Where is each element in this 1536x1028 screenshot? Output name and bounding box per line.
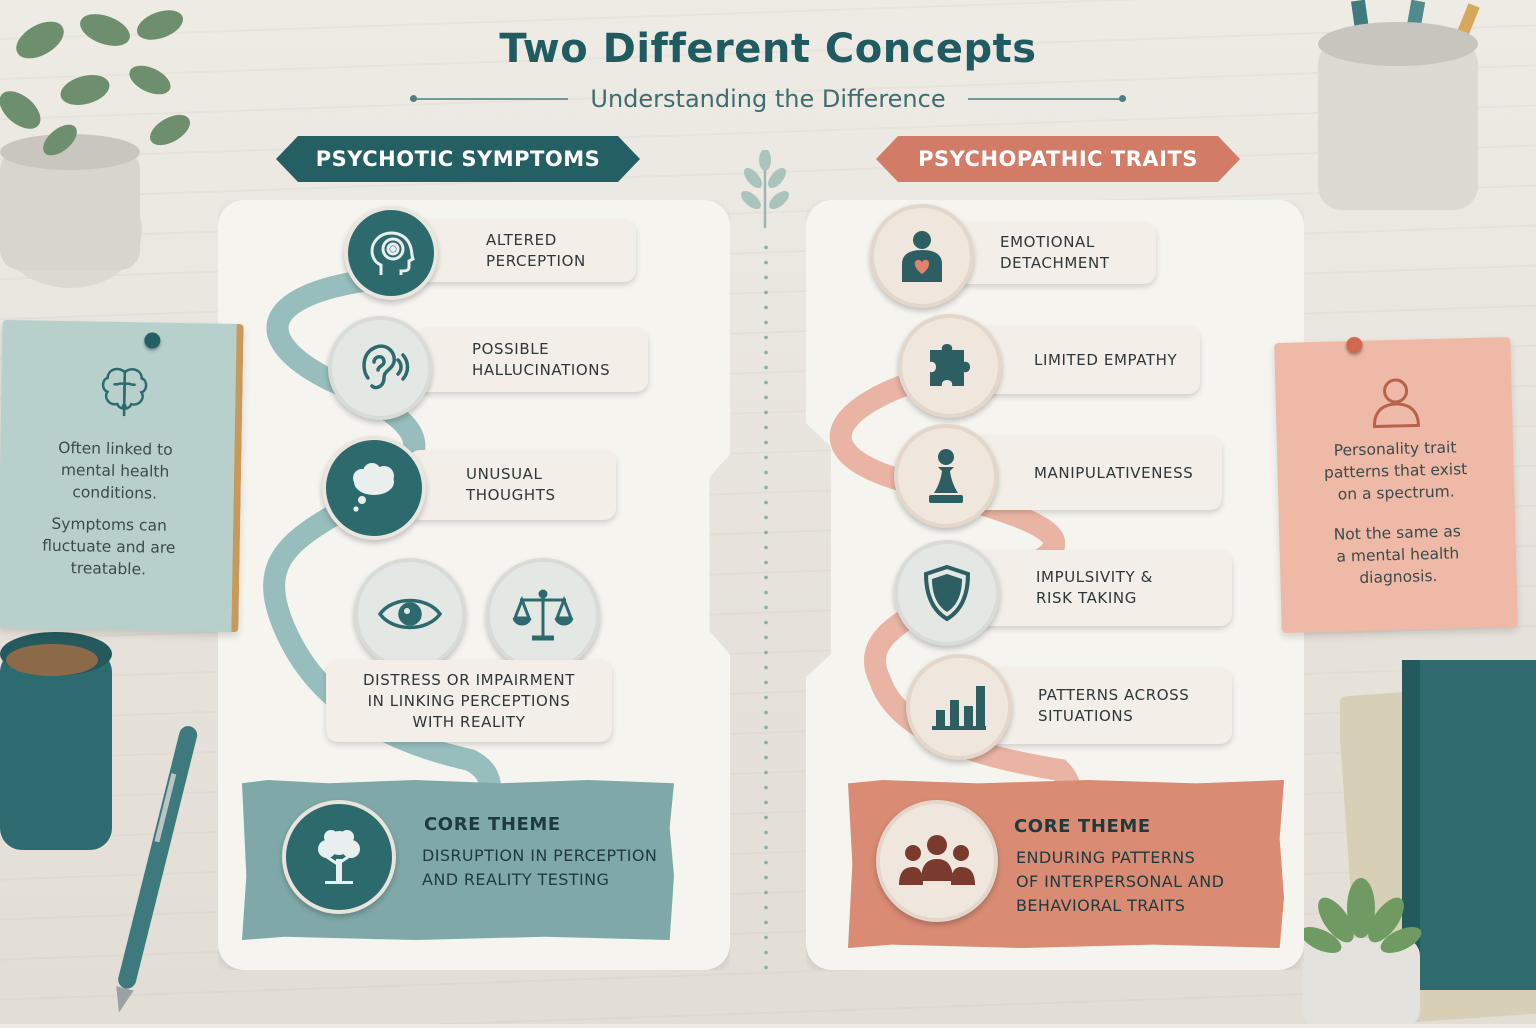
succulent-plant xyxy=(1296,868,1426,1028)
left-sticky-note: Often linked to mental health conditions… xyxy=(0,319,244,633)
right-core-heading: CORE THEME xyxy=(1014,816,1151,837)
right-core-text: ENDURING PATTERNS OF INTERPERSONAL AND B… xyxy=(1016,846,1224,918)
left-note-paragraph-2: Symptoms can fluctuate and are treatable… xyxy=(0,512,219,582)
leaf-sprig-icon xyxy=(735,149,795,234)
bar-chart-icon xyxy=(906,654,1012,760)
core-line: OF INTERPERSONAL AND xyxy=(1016,872,1225,891)
brain-icon xyxy=(99,364,150,423)
right-item-patterns-across: PATTERNS ACROSS SITUATIONS xyxy=(966,668,1232,744)
ear-sound-icon xyxy=(328,316,432,420)
pen xyxy=(110,712,200,1024)
left-item-possible-hallucinations: POSSIBLE HALLUCINATIONS xyxy=(416,328,648,392)
scales-icon xyxy=(486,558,600,672)
item-line: DETACHMENT xyxy=(1000,254,1110,272)
subtitle-rule-left xyxy=(410,96,569,102)
left-heading-banner: PSYCHOTIC SYMPTOMS xyxy=(276,136,640,182)
item-line: PATTERNS ACROSS xyxy=(1038,686,1190,704)
core-line: ENDURING PATTERNS xyxy=(1016,848,1196,867)
item-line: EMOTIONAL xyxy=(1000,233,1095,251)
pencil-cup xyxy=(1300,0,1500,220)
potted-plant-top-left xyxy=(0,0,200,290)
core-line: DISRUPTION IN PERCEPTION xyxy=(422,846,658,865)
coffee-mug xyxy=(0,630,130,860)
item-line: LIMITED EMPATHY xyxy=(1034,350,1178,369)
left-item-altered-perception: ALTERED PERCEPTION xyxy=(410,220,636,282)
page-title: Two Different Concepts xyxy=(499,26,1037,72)
subtitle-rule-right xyxy=(967,96,1127,102)
left-item-unusual-thoughts: UNUSUAL THOUGHTS xyxy=(408,450,616,520)
left-note-paragraph-1: Often linked to mental health conditions… xyxy=(0,436,231,506)
thought-cloud-icon xyxy=(322,436,426,540)
pushpin-icon xyxy=(144,332,161,349)
subtitle-row: Understanding the Difference xyxy=(410,84,1127,114)
item-line: HALLUCINATIONS xyxy=(472,361,611,379)
item-line: RISK TAKING xyxy=(1036,589,1137,607)
right-item-impulsivity: IMPULSIVITY & RISK TAKING xyxy=(960,550,1232,626)
shield-icon xyxy=(894,540,1000,646)
head-spiral-icon xyxy=(344,206,438,300)
puzzle-piece-icon xyxy=(898,314,1002,418)
right-sticky-note: Personality trait patterns that exist on… xyxy=(1274,336,1518,634)
center-dotted-divider xyxy=(764,240,768,980)
chess-pawn-icon xyxy=(894,424,998,528)
group-people-icon xyxy=(876,800,998,922)
item-line: IMPULSIVITY & xyxy=(1036,568,1153,586)
item-line: IN LINKING PERCEPTIONS xyxy=(367,691,571,710)
core-line: BEHAVIORAL TRAITS xyxy=(1016,896,1186,915)
pushpin-icon xyxy=(1346,336,1363,354)
tree-icon xyxy=(282,800,396,914)
left-item-distress-impairment: DISTRESS OR IMPAIRMENT IN LINKING PERCEP… xyxy=(326,660,612,742)
note-line: treatable. xyxy=(70,559,147,579)
left-core-text: DISRUPTION IN PERCEPTION AND REALITY TES… xyxy=(422,844,657,892)
item-line: WITH REALITY xyxy=(412,712,526,731)
item-line: THOUGHTS xyxy=(466,486,556,504)
right-note-paragraph-1: Personality trait patterns that exist on… xyxy=(1277,435,1515,507)
item-line: POSSIBLE xyxy=(472,340,550,358)
core-line: AND REALITY TESTING xyxy=(422,870,610,889)
item-line: MANIPULATIVENESS xyxy=(1034,463,1194,482)
note-line: conditions. xyxy=(72,483,158,503)
item-line: UNUSUAL xyxy=(466,465,543,483)
person-heart-icon xyxy=(870,204,974,308)
page-subtitle: Understanding the Difference xyxy=(590,85,946,113)
eye-icon xyxy=(354,558,466,670)
right-heading-banner: PSYCHOPATHIC TRAITS xyxy=(876,136,1240,182)
right-note-paragraph-2: Not the same as a mental health diagnosi… xyxy=(1279,519,1517,591)
item-line: DISTRESS OR IMPAIRMENT xyxy=(363,670,575,689)
item-line: ALTERED xyxy=(486,231,557,249)
left-core-heading: CORE THEME xyxy=(424,814,561,835)
left-winding-path xyxy=(263,269,501,831)
item-line: SITUATIONS xyxy=(1038,707,1134,725)
item-line: PERCEPTION xyxy=(486,252,586,270)
person-outline-icon xyxy=(1367,373,1425,434)
